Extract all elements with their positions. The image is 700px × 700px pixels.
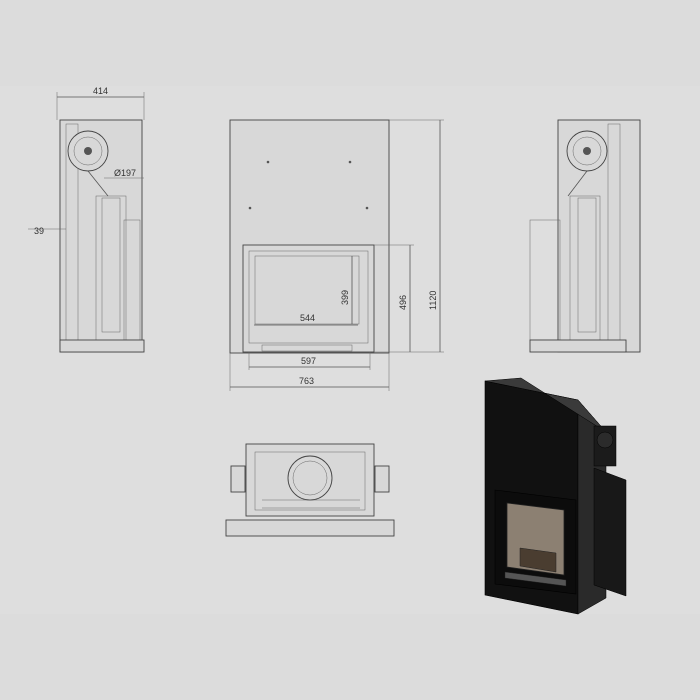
opening-width-label: 544 — [300, 313, 315, 323]
side-width-label: 414 — [93, 86, 108, 96]
opening-height-label: 399 — [340, 290, 350, 305]
glass-height-label: 496 — [398, 295, 408, 310]
pipe-diameter-label: Ø197 — [114, 168, 136, 178]
front-view: 544 399 496 1120 597 763 — [229, 119, 444, 391]
fireplace-render — [484, 377, 627, 615]
side-offset-label: 39 — [34, 226, 44, 236]
right-side-view — [529, 119, 641, 353]
total-width-label: 763 — [299, 376, 314, 386]
left-side-view: 414 Ø197 39 — [28, 86, 145, 353]
top-view — [225, 443, 395, 537]
frame-width-label: 597 — [301, 356, 316, 366]
total-height-label: 1120 — [428, 291, 438, 310]
top-pipe-collar — [287, 455, 333, 501]
